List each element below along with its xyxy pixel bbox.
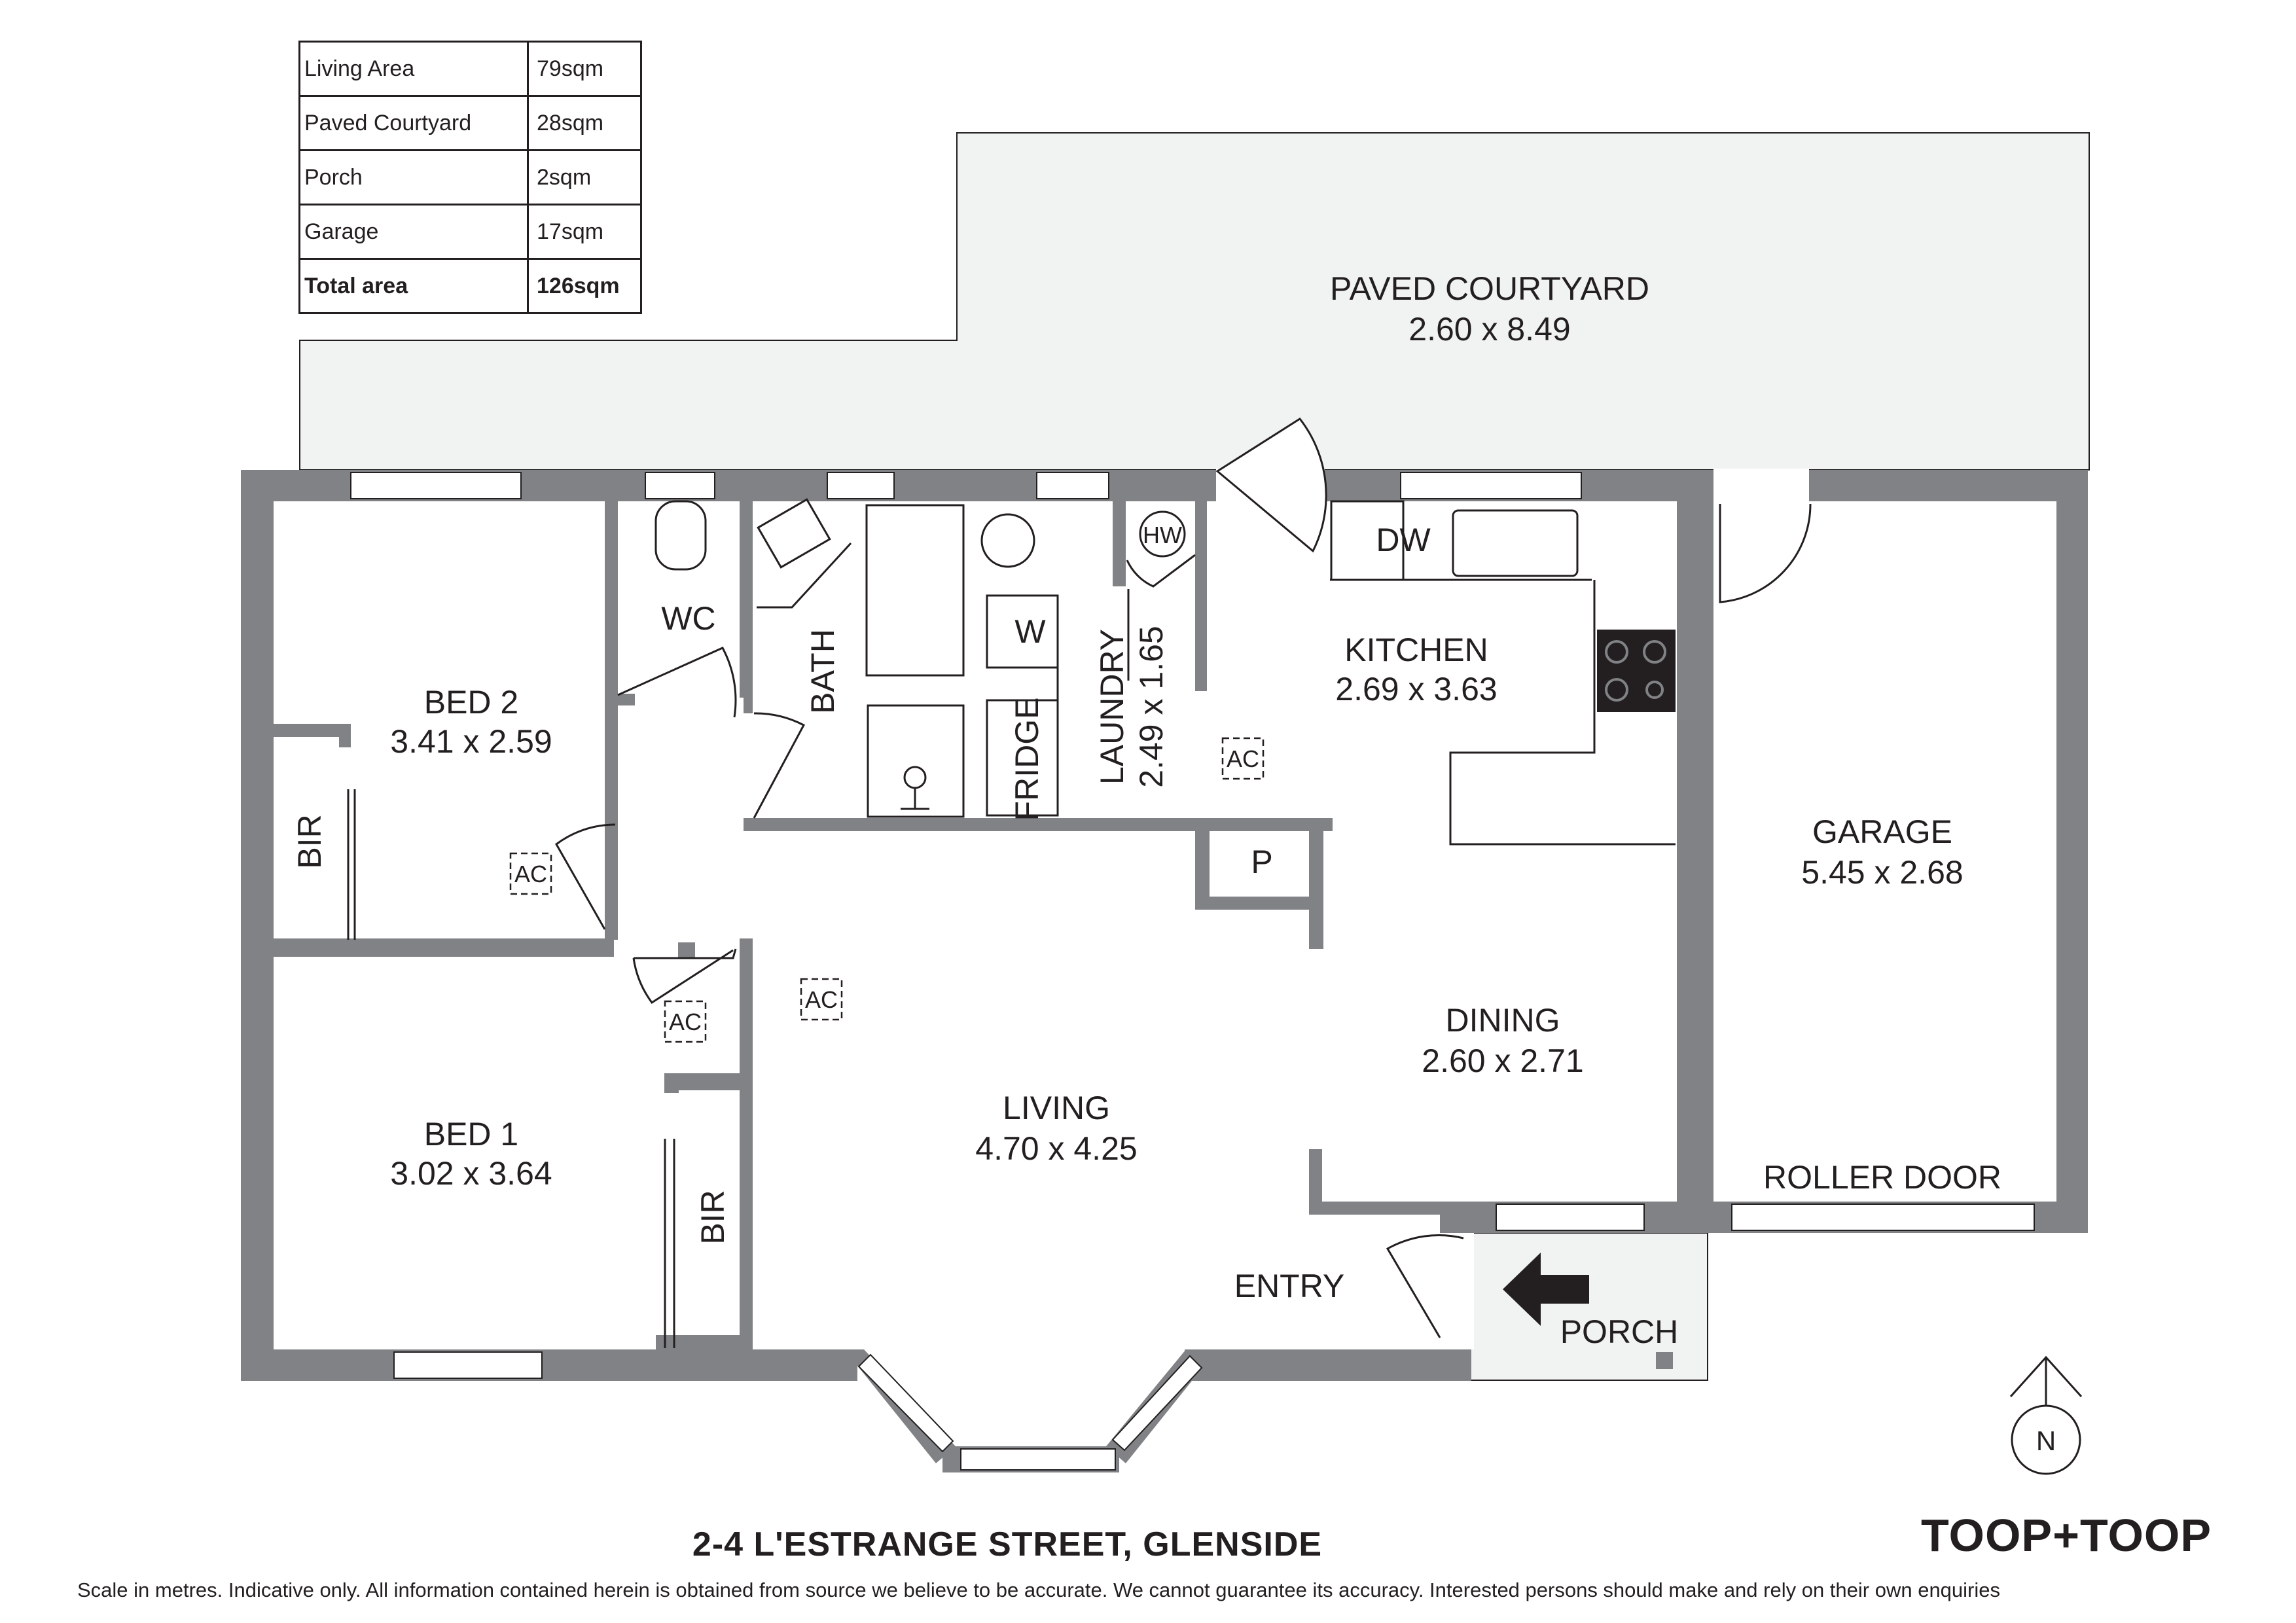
bath-icon xyxy=(865,504,965,677)
area-value: 79sqm xyxy=(527,41,642,97)
fridge-label: FRIDGE xyxy=(1009,698,1045,821)
windows xyxy=(350,472,2035,1471)
fridge-icon xyxy=(986,699,1059,817)
burners xyxy=(1605,640,1666,702)
wc-door xyxy=(617,647,737,718)
fixtures xyxy=(655,498,1676,846)
laundry-door xyxy=(1126,554,1196,588)
bir1-sliding xyxy=(664,1139,675,1348)
paved-courtyard xyxy=(299,132,2090,471)
shower-icon xyxy=(867,704,965,818)
property-address: 2-4 L'ESTRANGE STREET, GLENSIDE xyxy=(692,1525,1323,1563)
north-label: N xyxy=(2036,1425,2056,1456)
entry-door xyxy=(1386,1234,1464,1338)
living-name: LIVING xyxy=(1003,1090,1110,1126)
bed1-name: BED 1 xyxy=(424,1116,519,1152)
ac-label: AC xyxy=(805,986,838,1013)
entry-label: ENTRY xyxy=(1234,1268,1345,1304)
hot-water-icon xyxy=(1139,510,1186,558)
bed2-dims: 3.41 x 2.59 xyxy=(390,723,552,760)
disclaimer: Scale in metres. Indicative only. All in… xyxy=(77,1578,2001,1601)
area-value: 28sqm xyxy=(527,95,642,151)
area-label: Garage xyxy=(298,204,529,260)
bed1-dims: 3.02 x 3.64 xyxy=(390,1155,552,1192)
bir-label: BIR xyxy=(291,814,328,868)
roller-door-label: ROLLER DOOR xyxy=(1763,1159,2001,1196)
kitchen-dims: 2.69 x 3.63 xyxy=(1335,671,1497,707)
bed2-name: BED 2 xyxy=(424,684,519,721)
trough-icon xyxy=(980,513,1035,568)
area-total-value: 126sqm xyxy=(527,258,642,314)
laundry-dims: 2.49 x 1.65 xyxy=(1133,626,1170,787)
walls xyxy=(241,470,2088,1472)
cooktop-icon xyxy=(1597,630,1676,712)
bath-door xyxy=(753,712,806,819)
courtyard-dims: 2.60 x 8.49 xyxy=(1408,311,1570,348)
area-value: 17sqm xyxy=(527,204,642,260)
dishwasher-label: DW xyxy=(1376,522,1431,558)
garage-name: GARAGE xyxy=(1812,813,1952,850)
area-value: 2sqm xyxy=(527,149,642,205)
porch-label: PORCH xyxy=(1560,1313,1679,1350)
bath-label: BATH xyxy=(804,629,841,714)
bed1-door xyxy=(632,948,737,1005)
washer-label: W xyxy=(1014,613,1046,650)
porch-post-icon xyxy=(1656,1352,1673,1369)
sink-icon xyxy=(1452,509,1579,577)
area-label: Paved Courtyard xyxy=(298,95,529,151)
bed2-door xyxy=(555,823,616,930)
laundry-name: LAUNDRY xyxy=(1094,629,1130,785)
area-label: Porch xyxy=(298,149,529,205)
wc-label: WC xyxy=(661,600,715,637)
area-total-label: Total area xyxy=(298,258,529,314)
toilet-icon xyxy=(655,500,707,571)
hot-water-label: HW xyxy=(1143,522,1182,548)
kitchen-name: KITCHEN xyxy=(1344,632,1488,668)
bir2-sliding xyxy=(347,789,356,940)
ac-units xyxy=(509,737,1265,1043)
ac-label: AC xyxy=(1227,745,1259,772)
bir-label: BIR xyxy=(694,1190,731,1244)
brand-logo: TOOP+TOOP xyxy=(1921,1510,2212,1561)
courtyard-door xyxy=(1215,418,1327,553)
garage-dims: 5.45 x 2.68 xyxy=(1801,854,1963,891)
doors xyxy=(347,418,1812,1348)
dining-dims: 2.60 x 2.71 xyxy=(1422,1043,1583,1079)
area-label: Living Area xyxy=(298,41,529,97)
dining-name: DINING xyxy=(1446,1002,1560,1039)
pantry-label: P xyxy=(1251,844,1272,880)
garage-door xyxy=(1719,503,1812,603)
living-dims: 4.70 x 4.25 xyxy=(975,1130,1137,1167)
entry-arrow-icon xyxy=(1503,1253,1589,1326)
north-arrow xyxy=(2009,1355,2083,1475)
ac-label: AC xyxy=(514,861,547,887)
vanity-icon xyxy=(757,498,831,569)
courtyard-name: PAVED COURTYARD xyxy=(1330,270,1649,307)
ac-label: AC xyxy=(669,1008,702,1035)
